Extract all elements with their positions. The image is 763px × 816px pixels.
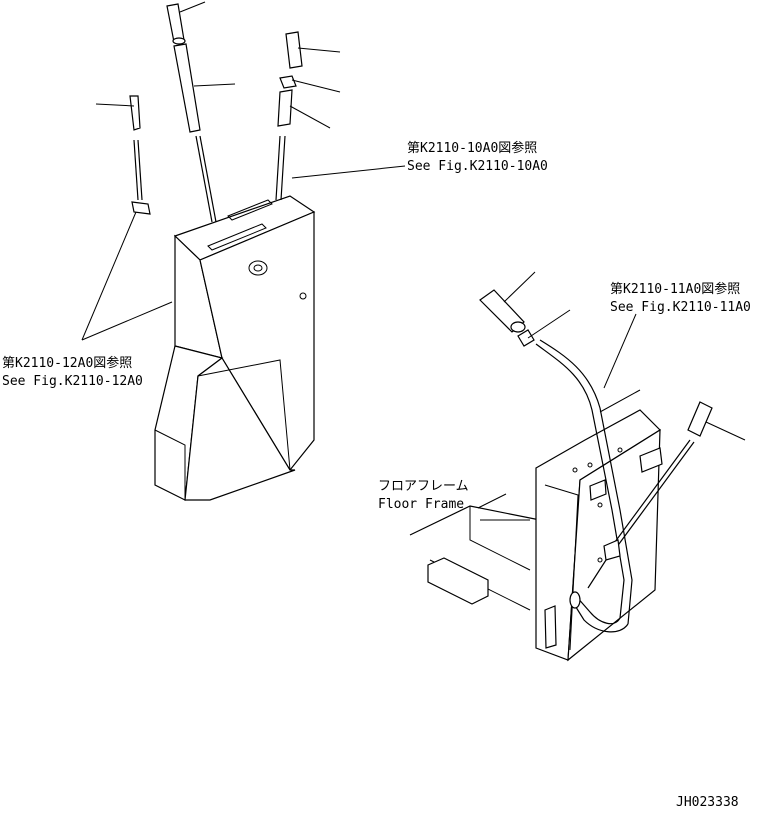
callout-11a0-jp: 第K2110-11A0図参照 [610,281,740,297]
floor-frame-label-en: Floor Frame [378,497,464,512]
leader-12a0-a [81,211,137,341]
callout-10a0-en: See Fig.K2110-10A0 [407,159,548,174]
callout-12a0-en: See Fig.K2110-12A0 [2,374,143,389]
drawing-id: JH023338 [676,795,739,810]
callout-12a0-jp: 第K2110-12A0図参照 [2,355,132,371]
lever-left-assembly [95,1,341,223]
floor-frame [409,389,663,662]
leader-10a0 [291,165,406,179]
callout-11a0-en: See Fig.K2110-11A0 [610,300,751,315]
leader-12a0-b [81,301,173,341]
leader-11a0 [603,313,637,389]
console-cover [154,195,316,501]
floor-frame-label-jp: フロアフレーム [378,479,469,494]
lever-right-assembly [479,271,746,633]
callout-10a0-jp: 第K2110-10A0図参照 [407,140,537,156]
